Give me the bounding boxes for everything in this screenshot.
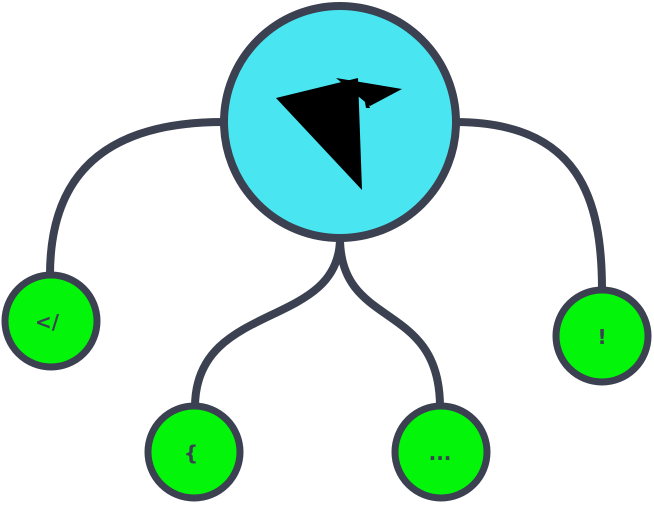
connector-code-tag <box>46 118 227 279</box>
leaf-label-brace: { <box>184 441 198 465</box>
leaf-node-brace: { <box>144 402 244 502</box>
connector-ellipsis <box>336 234 444 411</box>
connector-exclamation <box>451 118 606 294</box>
leaf-label-code-tag: </ <box>35 310 60 334</box>
paper-plane-icon <box>276 78 402 190</box>
hub-node <box>220 2 460 242</box>
leaf-node-code-tag: </ <box>1 271 101 371</box>
leaf-node-ellipsis: ... <box>391 402 491 502</box>
leaf-label-ellipsis: ... <box>429 441 452 465</box>
connector-brace <box>191 234 344 411</box>
leaf-node-exclamation: ! <box>552 286 652 386</box>
connectors <box>46 118 606 411</box>
leaf-label-exclamation: ! <box>597 325 606 349</box>
